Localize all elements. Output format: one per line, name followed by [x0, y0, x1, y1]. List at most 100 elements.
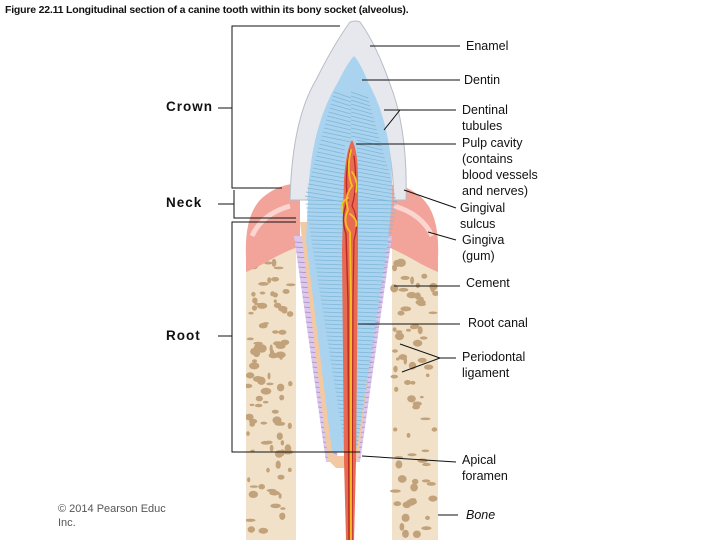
- dentinal-tubule-lines: [304, 91, 398, 446]
- dentinal-tubule: [350, 135, 381, 143]
- bone-spot: [407, 395, 416, 403]
- bone-spot: [279, 394, 285, 401]
- dentinal-tubule: [356, 247, 390, 250]
- dentinal-tubule: [317, 279, 347, 282]
- dentinal-tubule: [355, 315, 379, 318]
- bone-spot: [396, 357, 400, 361]
- nerves: [340, 149, 358, 540]
- bone-spot: [421, 526, 432, 531]
- bone-spot: [280, 440, 285, 446]
- bone-spot: [412, 530, 421, 538]
- bone-spot: [246, 383, 253, 389]
- dentinal-tubule: [316, 271, 347, 274]
- dentinal-tubule: [350, 91, 369, 99]
- bone-spot: [414, 292, 421, 300]
- dentinal-tubule: [305, 191, 346, 199]
- bone-spot: [414, 324, 420, 329]
- dentinal-tubule: [324, 319, 347, 322]
- dentinal-tubule: [355, 379, 369, 382]
- dentinal-tubule: [306, 207, 346, 210]
- bone-spot: [415, 299, 426, 306]
- dentinal-tubule: [356, 219, 394, 222]
- dentinal-tubule: [356, 243, 391, 246]
- bone-spot: [253, 349, 261, 358]
- bone-spot: [407, 453, 417, 457]
- dentinal-tubule: [355, 303, 381, 306]
- bone-spot: [246, 518, 256, 522]
- dentinal-tubule: [355, 259, 388, 262]
- dentinal-tubule: [355, 291, 383, 294]
- dentinal-tubule: [329, 107, 352, 115]
- dentinal-tubule: [355, 443, 359, 446]
- bone-spot: [402, 529, 409, 538]
- dentinal-tubule: [320, 139, 346, 147]
- dentinal-tubule: [356, 235, 392, 238]
- dentinal-tubule: [350, 131, 380, 139]
- bone-spot: [425, 515, 430, 521]
- dentinal-tubule: [356, 143, 383, 151]
- bone-spot: [251, 305, 258, 311]
- bone-spot: [421, 273, 428, 279]
- dentinal-tubule: [355, 359, 372, 362]
- bone-spot: [393, 365, 398, 373]
- dentinal-tubule: [355, 431, 360, 434]
- dentinal-tubule: [328, 111, 352, 119]
- bone-spot: [254, 403, 263, 408]
- bone-spot: [260, 387, 272, 395]
- bone-spot: [412, 478, 419, 485]
- dentinal-tubule: [356, 215, 395, 218]
- dentinal-tubule: [355, 251, 389, 254]
- dentinal-tubule: [355, 335, 376, 338]
- bone-spot: [278, 329, 287, 335]
- dentinal-tubule: [356, 203, 397, 206]
- dentinal-tubule: [355, 371, 370, 374]
- dentinal-tubule: [355, 355, 373, 358]
- dentinal-tubule: [319, 287, 347, 290]
- bone-spot: [258, 527, 269, 534]
- bone-spot: [246, 372, 255, 379]
- dentinal-tubule: [332, 95, 352, 103]
- pulp-cavity-line-4: and nerves): [462, 184, 529, 198]
- region-brackets: [218, 25, 360, 453]
- bone-spot: [406, 328, 411, 332]
- dentinal-tubule: [314, 159, 346, 167]
- bone-spot: [275, 460, 281, 469]
- dentinal-tubule: [321, 303, 347, 306]
- dentinal-tubule: [356, 163, 389, 171]
- bone-spot: [257, 344, 267, 353]
- bone-spot: [410, 380, 416, 385]
- bone-spot: [286, 311, 294, 317]
- bone-spot: [259, 291, 266, 295]
- pulp-cavity-line-2: (contains: [462, 152, 513, 166]
- dentinal-tubule: [355, 255, 389, 258]
- dentinal-tubule: [310, 175, 346, 183]
- dentinal-tubule: [355, 419, 362, 422]
- dentinal-tubule: [355, 311, 380, 314]
- periodontal-ligament-label: Periodontal ligament: [462, 349, 525, 381]
- bone-spot: [393, 501, 402, 507]
- dentinal-tubule: [356, 139, 382, 147]
- bone-spot: [258, 282, 269, 286]
- dentinal-tubule: [356, 183, 394, 191]
- bone-spot: [287, 467, 292, 473]
- gingiva: [245, 184, 439, 272]
- dentinal-tubule: [356, 147, 384, 155]
- dentinal-tubule: [326, 331, 347, 334]
- dentinal-tubule: [318, 147, 346, 155]
- dentinal-tubule: [350, 107, 373, 115]
- bone-spot: [267, 372, 271, 380]
- neck-label: Neck: [166, 195, 203, 210]
- dentinal-tubule: [319, 143, 346, 151]
- bone-spot: [400, 275, 410, 280]
- dentinal-tubule: [355, 283, 384, 286]
- bone-spot: [398, 287, 409, 292]
- dentinal-tubule: [350, 103, 372, 111]
- bone-spot: [417, 357, 427, 363]
- bone-label: Bone: [466, 508, 496, 522]
- bone-spot: [419, 336, 428, 340]
- dentinal-tubule: [355, 343, 375, 346]
- dentinal-tubule: [313, 163, 346, 171]
- bone-spot: [390, 489, 401, 493]
- dentinal-tubule: [317, 275, 347, 278]
